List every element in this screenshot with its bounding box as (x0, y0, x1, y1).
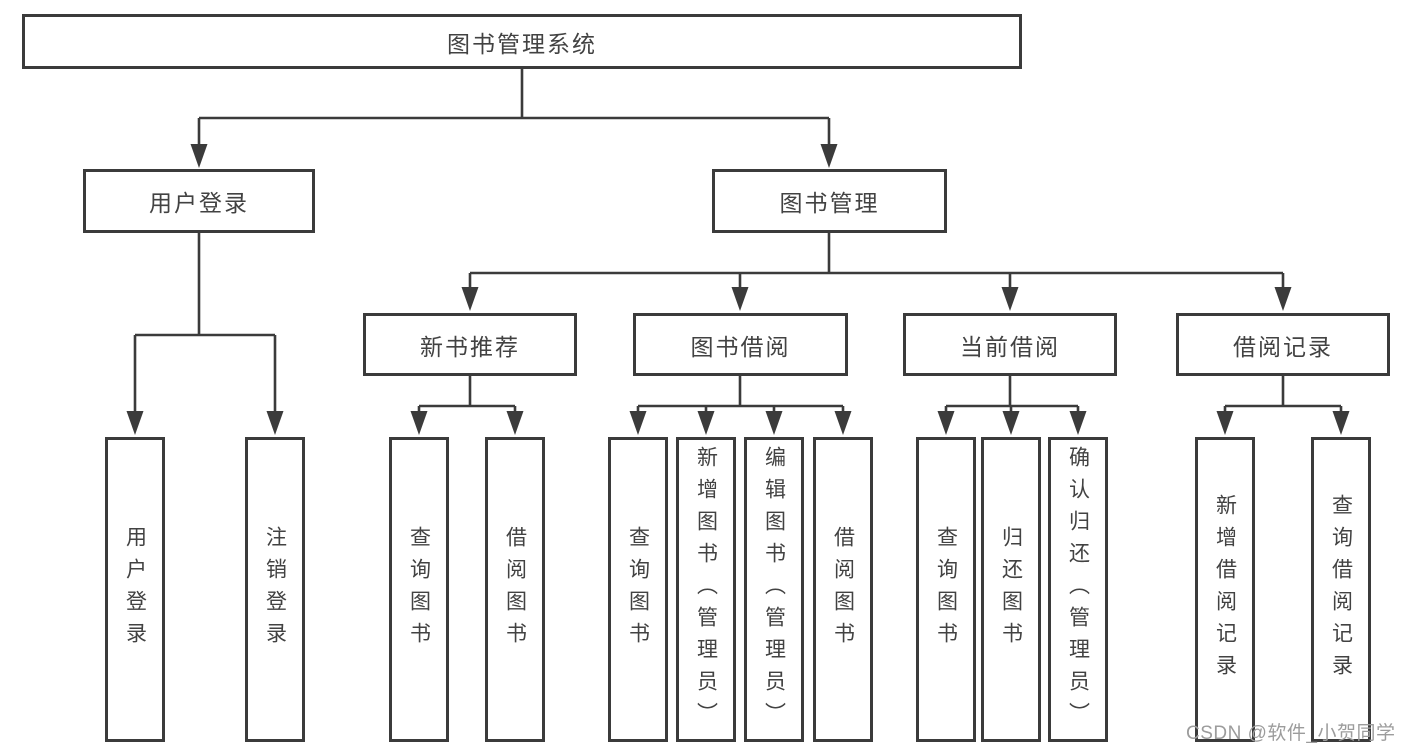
leaf-confirm-return-admin-label: 确认归还（管理员） (1066, 445, 1090, 734)
leaf-query-borrow-record: 查询借阅记录 (1311, 437, 1371, 742)
csdn-watermark: CSDN @软件_小贺同学 (1186, 723, 1396, 744)
leaf-query-books-current: 查询图书 (916, 437, 976, 742)
leaf-user-login-label: 用户登录 (123, 525, 147, 654)
leaf-query-books-recommend: 查询图书 (389, 437, 449, 742)
node-borrow-records: 借阅记录 (1176, 313, 1390, 376)
node-book-borrow-label: 图书借阅 (690, 333, 791, 360)
connector-book-mgmt-children (461, 233, 1292, 311)
leaf-add-borrow-record: 新增借阅记录 (1195, 437, 1255, 742)
leaf-user-login: 用户登录 (105, 437, 165, 742)
connector-records-children (1216, 376, 1350, 435)
leaf-borrow-book-recommend: 借阅图书 (485, 437, 545, 742)
node-root-system: 图书管理系统 (22, 14, 1022, 69)
node-book-management: 图书管理 (712, 169, 947, 233)
node-borrow-records-label: 借阅记录 (1233, 333, 1333, 360)
node-book-borrow: 图书借阅 (633, 313, 848, 376)
leaf-add-borrow-record-label: 新增借阅记录 (1213, 493, 1237, 686)
node-user-login: 用户登录 (83, 169, 315, 233)
leaf-add-book-admin: 新增图书（管理员） (676, 437, 736, 742)
node-current-borrow: 当前借阅 (903, 313, 1117, 376)
connector-borrow-children (629, 376, 852, 435)
leaf-logout-label: 注销登录 (263, 525, 287, 654)
leaf-query-books-borrow-label: 查询图书 (626, 525, 650, 654)
node-new-book-recommend: 新书推荐 (363, 313, 577, 376)
leaf-edit-book-admin: 编辑图书（管理员） (744, 437, 804, 742)
node-new-book-recommend-label: 新书推荐 (420, 333, 520, 360)
leaf-query-borrow-record-label: 查询借阅记录 (1329, 493, 1353, 686)
node-root-label: 图书管理系统 (447, 30, 597, 57)
connector-user-login-children (126, 233, 284, 435)
leaf-borrow-book-label: 借阅图书 (831, 525, 855, 654)
connector-recommend-children (410, 376, 524, 435)
leaf-query-books-recommend-label: 查询图书 (407, 525, 431, 654)
leaf-confirm-return-admin: 确认归还（管理员） (1048, 437, 1108, 742)
leaf-logout: 注销登录 (245, 437, 305, 742)
leaf-query-books-current-label: 查询图书 (934, 525, 958, 654)
connector-root-to-branches (190, 69, 838, 168)
leaf-borrow-book-recommend-label: 借阅图书 (503, 525, 527, 654)
node-current-borrow-label: 当前借阅 (960, 333, 1060, 360)
connector-current-children (937, 376, 1087, 435)
leaf-return-book-label: 归还图书 (999, 525, 1023, 654)
leaf-edit-book-admin-label: 编辑图书（管理员） (762, 445, 786, 734)
leaf-return-book: 归还图书 (981, 437, 1041, 742)
leaf-query-books-borrow: 查询图书 (608, 437, 668, 742)
leaf-add-book-admin-label: 新增图书（管理员） (694, 445, 718, 734)
node-user-login-label: 用户登录 (149, 190, 249, 216)
leaf-borrow-book: 借阅图书 (813, 437, 873, 742)
node-book-management-label: 图书管理 (779, 190, 880, 216)
